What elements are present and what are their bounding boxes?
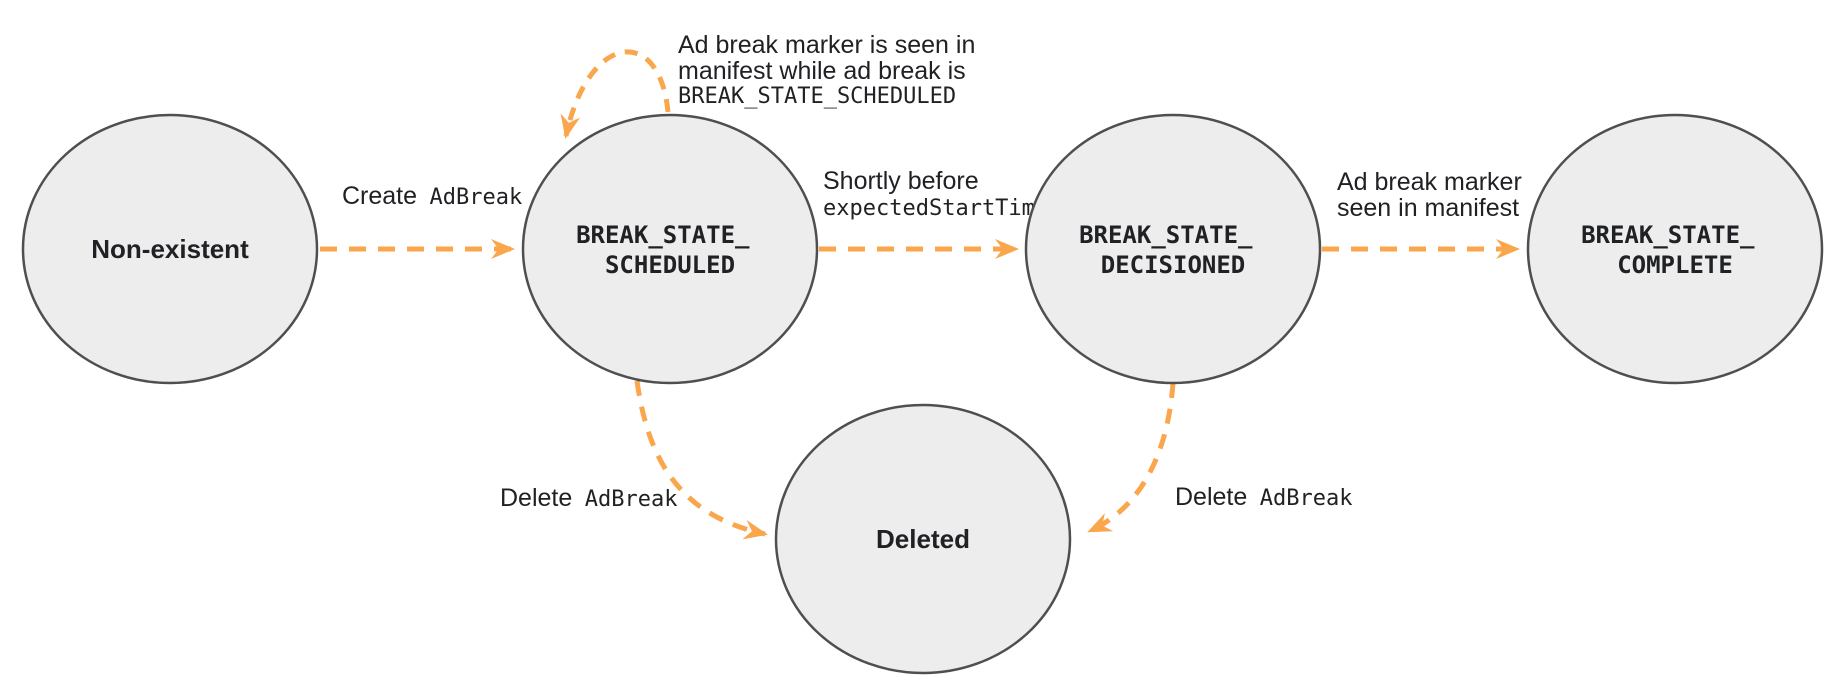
state-break-state-decisioned-label-line1: BREAK_STATE_: [1079, 221, 1253, 249]
edge-delete-from-decisioned-label-code: AdBreak: [1260, 486, 1353, 511]
state-deleted: Deleted: [774, 403, 1072, 675]
state-break-state-complete-ellipse: [1526, 113, 1824, 385]
edge-self-loop-label-line2: manifest while ad break is: [678, 57, 966, 85]
edge-delete-from-decisioned-arrow: [1087, 382, 1176, 534]
edge-delete-from-scheduled-label-plain: Delete: [500, 484, 572, 512]
edge-delete-from-scheduled-label-code: AdBreak: [585, 487, 678, 512]
state-break-state-complete-label-line2: COMPLETE: [1617, 251, 1733, 279]
state-break-state-decisioned-label: BREAK_STATE_ DECISIONED: [1079, 221, 1267, 279]
state-deleted-label: Deleted: [876, 524, 970, 554]
state-non-existent: Non-existent: [21, 113, 319, 385]
edge-to-complete: Ad break marker seen in manifest: [1322, 168, 1522, 259]
state-break-state-decisioned-label-line2: DECISIONED: [1101, 251, 1246, 279]
edge-self-loop-label-code: BREAK_STATE_SCHEDULED: [678, 84, 956, 109]
state-break-state-complete-label: BREAK_STATE_ COMPLETE: [1581, 221, 1769, 279]
edge-self-loop-arrow: [560, 49, 671, 139]
state-break-state-scheduled-label: BREAK_STATE_ SCHEDULED: [576, 221, 764, 279]
state-break-state-scheduled: BREAK_STATE_ SCHEDULED: [521, 113, 819, 385]
state-break-state-scheduled-label-line1: BREAK_STATE_: [576, 221, 750, 249]
edge-delete-from-decisioned: Delete AdBreak: [1087, 382, 1352, 534]
state-break-state-complete: BREAK_STATE_ COMPLETE: [1526, 113, 1824, 385]
edge-delete-from-decisioned-label: Delete AdBreak: [1175, 483, 1352, 511]
edge-to-complete-label-line2: seen in manifest: [1337, 194, 1519, 222]
edge-to-complete-label-line1: Ad break marker: [1337, 168, 1522, 196]
edge-to-decisioned-label-plain: Shortly before: [823, 167, 979, 195]
state-break-state-decisioned: BREAK_STATE_ DECISIONED: [1024, 113, 1322, 385]
edge-delete-from-scheduled: Delete AdBreak: [500, 380, 768, 540]
state-non-existent-ellipse: [21, 113, 319, 385]
edge-delete-from-decisioned-label-plain: Delete: [1175, 483, 1247, 511]
state-deleted-ellipse: [774, 403, 1072, 675]
edge-create-adbreak-label-plain: Create: [342, 182, 417, 210]
state-non-existent-label: Non-existent: [91, 234, 249, 264]
edge-create-adbreak-label-code: AdBreak: [430, 185, 523, 210]
edge-create-adbreak: Create AdBreak: [320, 182, 522, 259]
edge-delete-from-scheduled-arrow: [634, 380, 768, 540]
edge-self-loop-label-line1: Ad break marker is seen in: [678, 31, 975, 59]
state-break-state-scheduled-ellipse: [521, 113, 819, 385]
edge-to-decisioned: Shortly before expectedStartTime: [819, 167, 1048, 259]
state-break-state-scheduled-label-line2: SCHEDULED: [605, 251, 735, 279]
state-break-state-decisioned-ellipse: [1024, 113, 1322, 385]
edge-self-loop-scheduled: Ad break marker is seen in manifest whil…: [560, 31, 975, 139]
edge-create-adbreak-label: Create AdBreak: [342, 182, 522, 210]
edge-to-decisioned-label-code: expectedStartTime: [823, 196, 1048, 221]
state-break-state-complete-label-line1: BREAK_STATE_: [1581, 221, 1755, 249]
edge-delete-from-scheduled-label: Delete AdBreak: [500, 484, 677, 512]
